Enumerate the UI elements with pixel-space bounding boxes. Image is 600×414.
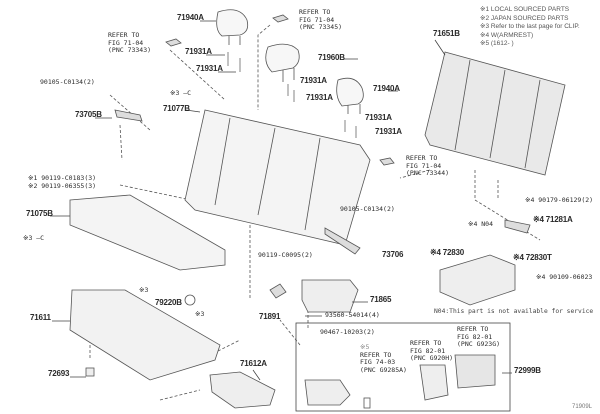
part-label[interactable]: 73705B	[75, 110, 102, 119]
part-label[interactable]: 90105-C0134(2)	[40, 78, 95, 86]
part-label[interactable]: 71651B	[433, 29, 460, 38]
part-label[interactable]: 90105-C0134(2)	[340, 205, 395, 213]
ref-line: FIG 82-01	[410, 346, 446, 355]
part-label[interactable]: 71865	[370, 295, 392, 304]
part-label[interactable]: ※4 72830	[430, 248, 465, 257]
part-label[interactable]: 73706	[382, 250, 404, 259]
reference-73344[interactable]: REFER TO FIG 71-04 (PNC 73344)	[406, 154, 450, 178]
clip-label[interactable]: ※3 —C	[170, 89, 192, 97]
clip-label[interactable]: ※3	[195, 310, 205, 318]
ref-line: FIG 71-04	[108, 38, 144, 47]
part-label[interactable]: 71960B	[318, 53, 345, 62]
armrest-72830	[439, 254, 516, 306]
part-label[interactable]: ※1 90119-C0183(3)	[28, 174, 97, 182]
part-label[interactable]: 90119-C0095(2)	[258, 251, 313, 259]
ref-line: FIG 74-03	[360, 358, 396, 366]
ref-line: REFER TO	[406, 154, 438, 162]
reference-73343[interactable]: REFER TO FIG 71-04 (PNC 73343)	[108, 31, 152, 55]
part-label[interactable]: 93560-54014(4)	[325, 311, 380, 319]
headrest-71940A-left	[216, 9, 249, 37]
part-label[interactable]: ※4 90179-06129(2)	[525, 196, 594, 204]
part-label[interactable]: 79220B	[155, 298, 182, 307]
part-label[interactable]: 71931A	[375, 127, 402, 136]
ref-line: ※5	[360, 343, 370, 351]
cushion-71075B	[69, 194, 226, 271]
part-label[interactable]: 72693	[48, 369, 70, 378]
legend-item: ※2 JAPAN SOURCED PARTS	[480, 14, 569, 22]
ref-line: REFER TO	[108, 31, 140, 39]
ref-line: (PNC 73345)	[299, 23, 343, 31]
ref-line: (PNC 73343)	[108, 46, 152, 54]
legend-item: ※3 Refer to the last page for CLIP.	[480, 23, 580, 30]
ref-line: FIG 71-04	[406, 161, 442, 170]
ref-line: (PNC G923G)	[457, 340, 501, 348]
part-label[interactable]: 71931A	[300, 76, 327, 85]
part-label[interactable]: 71931A	[196, 64, 223, 73]
part-label[interactable]: 90467-10203(2)	[320, 328, 375, 336]
reference-G923G[interactable]: REFER TO FIG 82-01 (PNC G923G)	[457, 325, 501, 349]
part-label[interactable]: 71612A	[240, 359, 267, 368]
part-71865	[301, 279, 359, 313]
ref-line: (PNC G9285A)	[360, 365, 407, 374]
ref-line: REFER TO	[410, 339, 442, 347]
reference-G920H[interactable]: REFER TO FIG 82-01 (PNC G920H)	[410, 339, 454, 363]
part-label[interactable]: ※4 90109-06023	[536, 273, 593, 281]
cushion-71611	[69, 289, 221, 381]
part-label[interactable]: 71931A	[185, 47, 212, 56]
part-label[interactable]: 71611	[30, 313, 51, 322]
ref-line: REFER TO	[457, 325, 489, 333]
headrest-71960B	[265, 43, 300, 73]
figure-number: 71909L	[572, 404, 593, 410]
ref-line: REFER TO	[299, 8, 331, 16]
legend-item: ※4 W(ARMREST)	[480, 31, 534, 39]
headrest-71940A-right	[336, 77, 364, 107]
service-note: N04:This part is not available for servi…	[434, 308, 594, 315]
part-label[interactable]: 71940A	[373, 84, 400, 93]
ref-line: REFER TO	[360, 350, 392, 359]
part-71612A	[209, 371, 276, 409]
clip-label[interactable]: ※3	[139, 286, 149, 294]
legend-item: ※5 (1612- )	[480, 40, 514, 47]
seatback-71651B	[424, 51, 566, 176]
ref-line: FIG 82-01	[457, 332, 493, 341]
part-label[interactable]: 71931A	[365, 113, 392, 122]
part-label[interactable]: ※2 90119-06355(3)	[28, 182, 97, 190]
legend: ※1 LOCAL SOURCED PARTS ※2 JAPAN SOURCED …	[480, 6, 580, 49]
part-label[interactable]: 72999B	[514, 366, 541, 375]
reference-G9285A[interactable]: ※5 REFER TO FIG 74-03 (PNC G9285A)	[360, 343, 407, 374]
part-label[interactable]: 71940A	[177, 13, 204, 22]
part-label[interactable]: ※4 N04	[468, 220, 494, 228]
part-label[interactable]: ※4 72830T	[513, 253, 552, 262]
kit-box-72999B	[295, 322, 511, 412]
seatback-71077B	[184, 109, 371, 246]
part-label[interactable]: 71891	[259, 312, 281, 321]
part-label[interactable]: 71931A	[306, 93, 333, 102]
ref-line: FIG 71-04	[299, 15, 335, 24]
legend-item: ※1 LOCAL SOURCED PARTS	[480, 6, 570, 13]
ref-line: (PNC 73344)	[406, 169, 450, 177]
reference-73345[interactable]: REFER TO FIG 71-04 (PNC 73345)	[299, 8, 343, 32]
part-label[interactable]: 71075B	[26, 209, 53, 218]
clip-label[interactable]: ※3 —C	[23, 234, 45, 242]
ref-line: (PNC G920H)	[410, 354, 454, 362]
part-label[interactable]: 71077B	[163, 104, 190, 113]
part-label[interactable]: ※4 71281A	[533, 215, 573, 224]
